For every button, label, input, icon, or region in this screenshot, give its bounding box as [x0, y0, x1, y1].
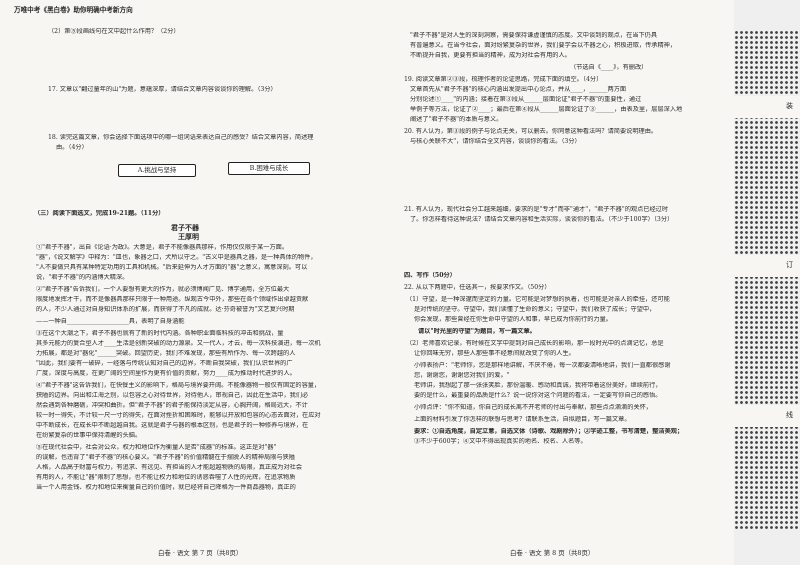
left-line: 然会遇到各种磨砺，冲突和曲折。但"君子不器"的君子能保持淡定从容，心胸开阔，格局… — [36, 402, 308, 409]
left-line: ③在这个大潮之下，君子不器也就有了新的时代内涵。各种职业面临科技的冲击和挑战，量 — [36, 330, 284, 337]
right-line: 要求：①自选角度，自定立意，自选文体（诗歌、戏剧除外）；②字迹工整，书写清楚，整… — [414, 428, 684, 435]
left-line: ②"君子不器"告诉我们，一个人要想有更大的作为，就必须博闻广见、博学通用，全方位… — [36, 286, 290, 293]
left-line: 人格，人品高于财富与权力，有追求、有远见、有担当的人才能超越物质的局限，真正成为… — [36, 464, 303, 471]
right-line: 要的是什么，最重要的品质是什么？说一说你对这个问题的看法，一定要写你自己的感悟。 — [414, 392, 662, 399]
left-line: 较一时一得失，不计较一尺一寸的得失，在面对挫折和困难时，能够以开放和包容的心态去… — [36, 412, 321, 419]
option-a-box: A.挑战与坚持 — [118, 164, 196, 177]
right-line: 有普遍意义。在当今社会，面对纷繁复杂的世界，我们要学会以不器之心，积极进取，传承… — [410, 42, 677, 49]
left-line: 在纷繁复杂的世事中保持清醒的头脑。 — [36, 432, 142, 439]
left-line: ——一种自____________________具，表明了自身涵能 — [36, 318, 185, 325]
right-line: 分别论述①____"的内涵；接着在第③段从______层面论证"君子不器"的重要… — [410, 96, 642, 103]
left-line: 其多元能力的复合型人才____生活是创新突破的动力源泉。又一代人，才云，每一次科… — [36, 340, 321, 347]
option-b-box: B.困难与成长 — [228, 162, 310, 175]
left-line: ⑤在现代社会中，社会对公众，权力和地位作为衡量人是否"成器"的标准。这正是对"器… — [36, 444, 277, 451]
right-column: 白卷 · 语文 第 8 页（共8页） "君子不器"是对人生的深刻洞察，需要保持谦… — [402, 0, 732, 565]
right-line: 文章首先从"君子不器"的核心内涵出发提出中心论点，并从____，______两方… — [410, 86, 627, 93]
left-footer: 白卷 · 语文 第 7 页（共8页） — [158, 549, 243, 557]
right-line: 上面的材料引发了你怎样的联想与思考？请联系生活，自拟题目，写一篇文章。 — [414, 416, 631, 423]
left-line: 说，"君子不器"的内涵博大精深。 — [36, 274, 129, 281]
right-line: （1）守望，是一种深邃而坚定的力量。它可能是对梦想的执着，也可能是对亲人的牵挂，… — [406, 296, 670, 303]
left-line: （2）第⑤段画线句在文中起什么作用？（2分） — [48, 28, 180, 35]
right-line: 四、写作（50分） — [404, 272, 456, 279]
left-line: 中不断成长，在成长中不断超越自我。这就是君子与器的根本区别，也是君子的一种修养与… — [36, 422, 309, 429]
left-line: 的误解，也违背了"君子不器"的核心要义。"君子不器"的价值精髓在于摆脱人的精神局… — [36, 454, 295, 461]
right-line: 阐述了"君子不器"的本质与意义。 — [410, 116, 503, 123]
right-line: 22. 从以下两题中，任选其一，按要求作文。（50分） — [404, 284, 551, 291]
page-header: 万唯中考《黑白卷》助你明确中考新方向 — [14, 6, 133, 14]
right-line: 老师讲，我想起了那一张张笑脸，那份温暖、感动和真诚，我将带着这份美好，继续前行， — [414, 382, 662, 389]
left-line: 17. 文章以"翻过童年的山"为题，意蕴深厚，请结合文章内容谈谈你的理解。（3分… — [48, 86, 277, 93]
right-line: 是对传统的坚守。守望中，我们读懂了生命的意义；守望中，我们收获了成长；守望中， — [414, 306, 656, 313]
left-line: 王厚明 — [178, 233, 199, 241]
right-line: （2）老师喜欢记录，有时候在文字中提到对自己成长的影响，那一段时光中的点滴记忆，… — [406, 340, 664, 347]
left-line: 君子不器 — [171, 224, 199, 232]
right-line: 小帅表扬户："老师你，您是那样地讲解，不厌不倦，每一次都要清晰地讲，我们一直都很… — [414, 362, 671, 369]
left-line: "因此，我们要有一破碎，一经落与传统认知对自己的边界，不断自我突破，我们认识世界… — [36, 360, 293, 367]
left-line: 当一个人用金钱、权力和地位来衡量自己的价值时，就已经将自己降格为一件商品器物，真… — [36, 484, 296, 491]
right-line: 请以"时光里的守望"为题目，写一篇文章。 — [418, 328, 536, 335]
binding-char-zhuang: 装 — [785, 100, 794, 112]
right-line: 了。你怎样看待这种说法？请结合文章内容和生活实际，谈谈你的看法。（不少于100字… — [410, 216, 674, 223]
left-line: 狭隘的边界。向出和江海之别，以包容之心对待世界，对待他人，审视自己，因此在生活中… — [36, 392, 309, 399]
right-line: 让你回味无穷，那些人那些事不经意间就改变了你的人生。 — [414, 350, 575, 357]
left-column: A.挑战与坚持 B.困难与成长 白卷 · 语文 第 7 页（共8页） （2）第⑤… — [0, 0, 398, 565]
left-line: 的人，不少人通过对自身知识体系的扩展，而获得了不凡的成就。达·芬奇被誉为"文艺复… — [36, 306, 295, 313]
right-line: 你会发现，那些曾经在你生命中守望的人和事，早已成为你前行的力量。 — [414, 316, 612, 323]
binding-char-xian: 线 — [785, 409, 794, 421]
right-footer: 白卷 · 语文 第 8 页（共8页） — [510, 549, 595, 557]
left-line: ①"君子不器"，出自《论语·为政》。大意是，君子不能像器具那样，作用仅仅限于某一… — [36, 244, 289, 251]
right-line: ③不少于600字；④文中不得出现真实的地名、校名、人名等。 — [414, 438, 587, 445]
right-line: 与核心关联不大"，请你结合全文内容，谈谈你的看法。（3分） — [410, 138, 581, 145]
left-line: 广度，深度与高度，在更广阔的空间里作为更有价值的贡献，努力____成为推动时代进… — [36, 370, 296, 377]
right-line: 19. 阅读文章第②③段，梳理作者的论证思路，完成下面的填空。（4分） — [404, 76, 603, 83]
right-line: 不断提升自我，更要有担当的精神，成为对社会有用的人。 — [410, 52, 571, 59]
right-line: 举例子等方法，论证了②____；最后在第④段从______层面论证了③_____… — [410, 106, 683, 113]
right-line: （节选自《____》，有删改） — [570, 64, 648, 71]
left-line: 18. 读完这篇文章，你会选择下面选项中的哪一组词语来表达自己的感受？结合文章内… — [48, 134, 314, 141]
right-line: 您，谢谢您，谢谢您对我们的爱。" — [414, 372, 510, 379]
left-line: 力拓展，都是对"器化"______突破。回望历史，我们不难发现，那些有所作为、每… — [36, 350, 296, 357]
left-line: "器"，《说文解字》中释为："皿也，象器之口，犬所以守之。"古义中是器具之器，是… — [36, 254, 317, 261]
left-line: "人不要做只具有某种特定功用的工具和机械。"后来延伸为人才方面的"器"之意义，寓… — [36, 264, 308, 271]
right-line: 21. 有人认为，现代社会分工越来越细，要求的是"专才"而非"通才"，"君子不器… — [404, 206, 669, 213]
left-line: ④"君子不器"这告诉我们，在快餐主义的影响下，格局与境界要开阔。不能像器物一般仅… — [36, 382, 321, 389]
binding-char-ding: 订 — [785, 259, 794, 271]
right-line: "君子不器"是对人生的深刻洞察，需要保持谦虚谨慎的态度。文中谈到的观点，在当下仍… — [410, 32, 658, 39]
left-line: 限度地发挥才干，而不是像器具那样只限于一种用途。纵观古今中外，那些在各个领域作出… — [36, 296, 309, 303]
right-line: 20. 有人认为，第③段的例子与论点无关，可以删去。你同意这种看法吗？请简要说明… — [404, 128, 658, 135]
right-line: 小帅点评："你不知道，你自己的成长离不开老师的付出与奉献，那些点点滴滴的关怀， — [414, 404, 652, 411]
left-line: 由。（4分） — [56, 144, 88, 151]
left-line: （三）阅读下面选文，完成19-21题。（11分） — [34, 210, 165, 217]
left-line: 有用的人，不能让"器"限制了思想，也不能让权力和地位的诱惑吞噬了人性的光辉，在追… — [36, 474, 296, 481]
binding-strip: 装 订 线 — [734, 0, 800, 565]
